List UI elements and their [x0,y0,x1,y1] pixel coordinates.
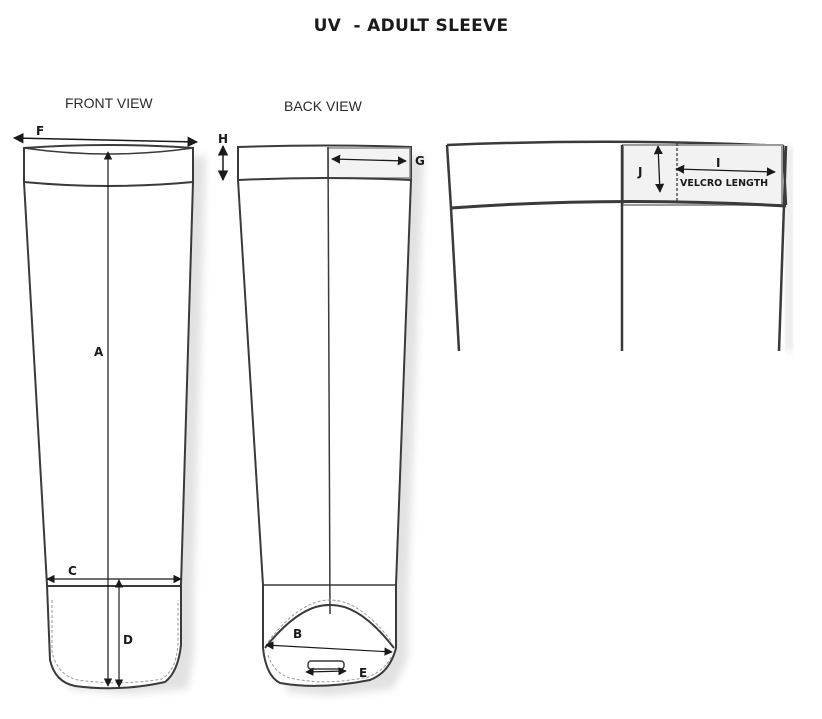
measurement-a-label: A [94,345,104,359]
velcro-length-label: VELCRO LENGTH [680,178,768,189]
measurement-b-label: B [293,627,302,641]
front-view-sleeve [23,144,206,694]
back-view-label: BACK VIEW [284,98,362,114]
measurement-b-arrow [265,641,393,656]
back-view-sleeve [237,144,424,696]
measurement-d-label: D [123,633,133,647]
measurement-e-label: E [359,666,367,680]
measurement-f-arrow [12,132,199,148]
diagram-title: UV - ADULT SLEEVE [313,16,509,36]
measurement-i-arrow [675,164,776,177]
measurement-j-label: J [637,165,642,179]
measurement-g-arrow [331,154,407,166]
measurement-j-arrow [653,145,665,193]
measurement-i-label: I [716,156,720,170]
measurement-f-label: F [36,124,44,138]
velcro-detail-view [445,140,792,352]
measurement-c-label: C [68,564,77,578]
measurement-e-arrow [305,666,347,677]
front-view-label: FRONT VIEW [65,95,153,111]
measurement-h-label: H [218,132,228,146]
measurement-g-label: G [415,154,425,168]
